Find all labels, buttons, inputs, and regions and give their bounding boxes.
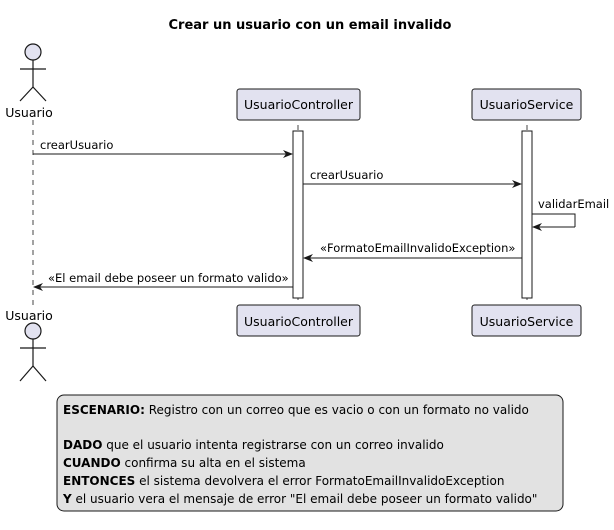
scenario-note [56,394,564,512]
diagram-title: Crear un usuario con un email invalido [169,18,452,33]
activation-controller [292,130,304,299]
participant-controller-top [236,88,361,121]
participant-controller-bottom [236,304,361,337]
participant-service-top [471,88,582,121]
message-4-label: «FormatoEmailInvalidoException» [320,241,515,255]
message-3-line [532,213,576,227]
note-and: Y el usuario vera el mensaje de error "E… [62,492,537,506]
message-5-label: «El email debe poseer un formato valido» [48,271,289,285]
actor-head-icon [24,322,42,340]
participant-service-bottom [471,304,582,337]
participant-service-top-label: UsuarioService [480,97,574,112]
note-scenario: ESCENARIO: Registro con un correo que es… [63,403,529,417]
participant-service-bottom-label: UsuarioService [480,314,574,329]
note-given: DADO que el usuario intenta registrarse … [63,438,444,452]
actor-usuario-top [19,43,47,102]
activation-service [521,130,533,299]
message-2-label: crearUsuario [310,168,383,182]
participant-controller-bottom-label: UsuarioController [244,314,354,329]
participant-controller-top-label: UsuarioController [244,97,354,112]
note-when: CUANDO confirma su alta en el sistema [63,456,306,470]
actor-label-bottom: Usuario [5,308,53,323]
message-1-label: crearUsuario [40,138,113,152]
actor-usuario-bottom [19,322,47,382]
actor-head-icon [24,43,42,61]
message-3-label: validarEmail [538,197,609,211]
actor-label-top: Usuario [5,105,53,120]
note-then: ENTONCES el sistema devolvera el error F… [63,474,504,488]
